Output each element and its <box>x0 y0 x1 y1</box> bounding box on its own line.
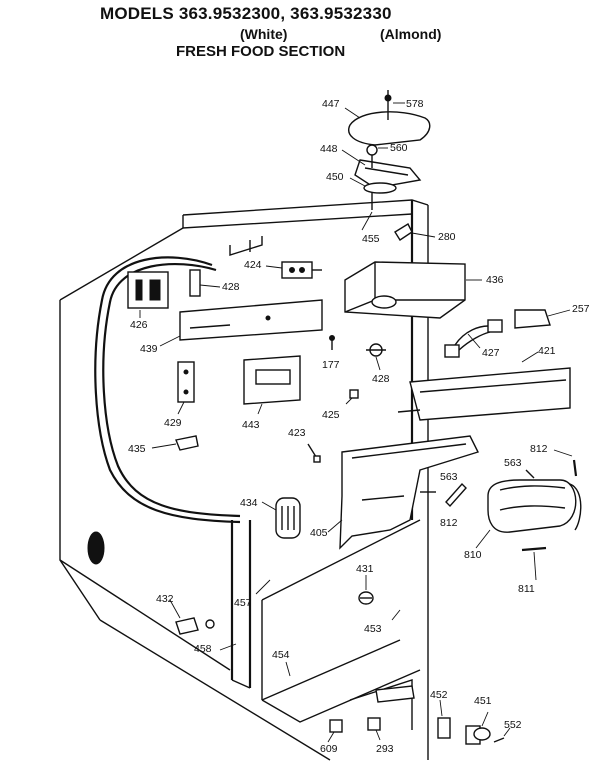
callout-609: 609 <box>320 743 338 755</box>
part-421-duct <box>397 351 571 421</box>
callout-458: 458 <box>194 643 212 655</box>
part-432 <box>169 599 215 635</box>
part-447-cover <box>344 107 431 146</box>
callout-423: 423 <box>288 427 306 439</box>
callout-177: 177 <box>322 359 340 371</box>
callout-448: 448 <box>320 143 338 155</box>
part-431 <box>358 575 374 605</box>
part-405-cover <box>327 435 479 550</box>
part-177-screw <box>329 335 335 350</box>
part-452-hinge <box>375 685 451 739</box>
part-811-clip <box>521 546 547 581</box>
callout-431: 431 <box>356 563 374 575</box>
wall-vent-oval <box>87 531 105 565</box>
part-428-lower <box>366 343 386 371</box>
part-436-fan-housing <box>344 261 482 319</box>
callout-432: 432 <box>156 593 174 605</box>
part-810-heater <box>475 479 582 549</box>
callout-451: 451 <box>474 695 492 707</box>
leader-458 <box>219 643 237 651</box>
callout-563-left: 563 <box>440 471 458 483</box>
part-435 <box>151 435 199 451</box>
callout-455: 455 <box>362 233 380 245</box>
variant-almond-label: (Almond) <box>380 26 442 42</box>
part-280-clip <box>394 223 436 241</box>
callout-434: 434 <box>240 497 258 509</box>
callout-426: 426 <box>130 319 148 331</box>
part-429 <box>177 361 195 415</box>
callout-452: 452 <box>430 689 448 701</box>
part-434-vent <box>261 497 301 539</box>
part-443-guide <box>243 355 301 415</box>
part-427-connector <box>444 319 503 358</box>
callout-429: 429 <box>164 417 182 429</box>
part-257-relay <box>514 309 571 329</box>
part-455 <box>361 211 373 231</box>
callout-810: 810 <box>464 549 482 561</box>
part-423 <box>307 443 321 463</box>
callout-427: 427 <box>482 347 500 359</box>
callout-405: 405 <box>310 527 328 539</box>
callout-811: 811 <box>518 583 535 595</box>
callout-457: 457 <box>234 597 252 609</box>
callout-436: 436 <box>486 274 504 286</box>
part-424-switch <box>265 261 322 279</box>
part-578-screw <box>384 90 405 120</box>
callout-439: 439 <box>140 343 158 355</box>
part-448-housing <box>341 149 422 189</box>
callout-424: 424 <box>244 259 262 271</box>
callout-450: 450 <box>326 171 344 183</box>
callout-labels: 447 578 448 560 450 455 280 424 428 426 … <box>128 98 590 755</box>
diagram-title: MODELS 363.9532300, 363.9532330 <box>100 4 392 23</box>
callout-578: 578 <box>406 98 424 110</box>
callout-552: 552 <box>504 719 522 731</box>
leader-457 <box>255 579 271 595</box>
part-812-left <box>445 482 467 508</box>
section-title: FRESH FOOD SECTION <box>176 43 346 60</box>
part-428-terminal-upper <box>189 269 221 297</box>
callout-293: 293 <box>376 743 394 755</box>
callout-812-lower: 812 <box>440 517 458 529</box>
variant-white-label: (White) <box>240 26 288 42</box>
callout-812-upper: 812 <box>530 443 548 455</box>
callout-428-upper: 428 <box>222 281 240 293</box>
callout-454: 454 <box>272 649 290 661</box>
part-560-screw <box>366 144 388 168</box>
callout-428-lower: 428 <box>372 373 390 385</box>
callout-453: 453 <box>364 623 382 635</box>
callout-443: 443 <box>242 419 260 431</box>
part-563-screw-b <box>525 469 535 479</box>
callout-280: 280 <box>438 231 456 243</box>
part-426-control <box>127 271 169 318</box>
callout-447: 447 <box>322 98 340 110</box>
callout-563-right: 563 <box>504 457 522 469</box>
part-450-lamp-socket <box>349 177 397 210</box>
leader-454 <box>285 661 291 677</box>
callout-425: 425 <box>322 409 340 421</box>
part-609 <box>327 719 343 743</box>
part-552-screw <box>493 727 511 743</box>
callout-435: 435 <box>128 443 146 455</box>
part-425 <box>345 389 359 405</box>
callout-421: 421 <box>538 345 556 357</box>
part-451-bearing <box>465 711 491 745</box>
part-812-right <box>553 449 578 477</box>
callout-257: 257 <box>572 303 590 315</box>
wiring-harness <box>94 256 241 524</box>
part-439-bracket <box>159 299 323 347</box>
part-293 <box>367 717 381 741</box>
callout-560: 560 <box>390 142 408 154</box>
leader-453 <box>391 609 401 621</box>
